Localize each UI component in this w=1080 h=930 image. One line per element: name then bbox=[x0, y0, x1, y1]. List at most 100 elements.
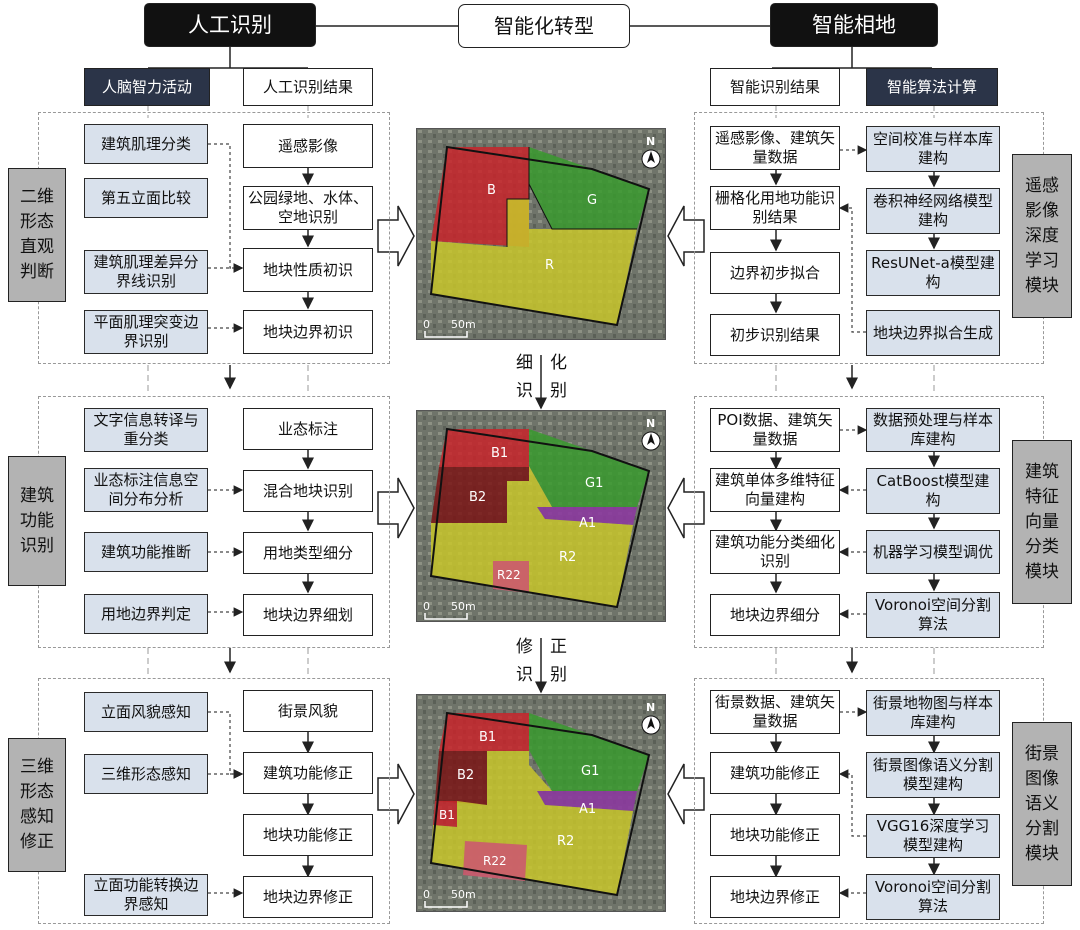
s1-result-item: 遥感影像 bbox=[243, 124, 373, 168]
s3-result-item: 街景风貌 bbox=[243, 690, 373, 732]
s3-result-item: 地块边界修正 bbox=[243, 876, 373, 918]
refine-label-3: 识 bbox=[516, 381, 533, 401]
svg-text:B2: B2 bbox=[469, 490, 486, 505]
scale-bar bbox=[424, 331, 468, 338]
s3-smart-result: 建筑功能修正 bbox=[710, 752, 840, 794]
parcel-a1 bbox=[537, 507, 637, 525]
parcel-g bbox=[529, 147, 649, 199]
correct-label-3: 识 bbox=[516, 665, 533, 685]
s2-smart-result: 地块边界细分 bbox=[710, 594, 840, 636]
s3-algo: Voronoi空间分割算法 bbox=[866, 874, 1000, 920]
s1-algo: ResUNet-a模型建构 bbox=[866, 250, 1000, 296]
correct-label-2: 正 bbox=[550, 637, 567, 657]
label-3d-correction: 三维形态感知修正 bbox=[8, 738, 66, 872]
s2-result-item: 混合地块识别 bbox=[243, 470, 373, 512]
header-algorithm: 智能算法计算 bbox=[866, 68, 998, 106]
svg-text:G1: G1 bbox=[585, 476, 603, 491]
map1-label-r: R bbox=[545, 258, 554, 273]
scale-bar bbox=[424, 613, 468, 620]
svg-text:N: N bbox=[646, 701, 655, 714]
map-corrected: B1 B2 B1 G1 A1 R2 R22 N 0 50m bbox=[416, 694, 666, 912]
parcel-a1 bbox=[537, 791, 637, 811]
header-brain-activity: 人脑智力活动 bbox=[84, 68, 210, 106]
s3-result-item: 地块功能修正 bbox=[243, 814, 373, 856]
s1-brain-item: 建筑肌理差异分界线识别 bbox=[84, 250, 208, 294]
refine-label-2: 化 bbox=[550, 353, 567, 373]
map-refined: B1 B2 G1 A1 R2 R22 N 0 50m bbox=[416, 410, 666, 622]
s2-algo: 机器学习模型调优 bbox=[866, 530, 1000, 574]
s2-brain-item: 业态标注信息空间分布分析 bbox=[84, 468, 208, 512]
smart-site-title: 智能相地 bbox=[770, 3, 938, 47]
map1-label-b: B bbox=[487, 183, 496, 198]
svg-text:50m: 50m bbox=[451, 600, 476, 613]
svg-text:R2: R2 bbox=[557, 834, 574, 849]
s3-smart-result: 街景数据、建筑矢量数据 bbox=[710, 690, 840, 734]
parcel-b bbox=[431, 147, 529, 247]
correct-label-1: 修 bbox=[516, 637, 533, 657]
svg-text:N: N bbox=[646, 135, 655, 148]
s2-result-item: 地块边界细划 bbox=[243, 594, 373, 636]
svg-text:R2: R2 bbox=[559, 550, 576, 565]
s2-brain-item: 文字信息转译与重分类 bbox=[84, 408, 208, 452]
label-feature-vector: 建筑特征向量分类模块 bbox=[1012, 440, 1072, 604]
correct-label-4: 别 bbox=[550, 665, 567, 685]
svg-text:R22: R22 bbox=[497, 568, 521, 582]
s3-brain-item: 立面风貌感知 bbox=[84, 692, 208, 732]
svg-text:A1: A1 bbox=[579, 802, 596, 817]
s1-result-item: 地块性质初识 bbox=[243, 248, 373, 292]
s3-brain-item: 三维形态感知 bbox=[84, 754, 208, 794]
svg-text:A1: A1 bbox=[579, 516, 596, 531]
s2-algo: Voronoi空间分割算法 bbox=[866, 592, 1000, 638]
svg-text:B1: B1 bbox=[479, 730, 496, 745]
parcel-b2 bbox=[431, 467, 529, 523]
s2-brain-item: 用地边界判定 bbox=[84, 594, 208, 634]
parcel-g1 bbox=[529, 713, 649, 791]
refine-label-1: 细 bbox=[516, 353, 533, 373]
label-building-function: 建筑功能识别 bbox=[8, 456, 66, 586]
s1-brain-item: 第五立面比较 bbox=[84, 178, 208, 218]
s2-smart-result: 建筑单体多维特征向量建构 bbox=[710, 468, 840, 512]
svg-text:B2: B2 bbox=[457, 768, 474, 783]
svg-text:0: 0 bbox=[423, 888, 430, 901]
svg-text:R22: R22 bbox=[483, 854, 507, 868]
svg-text:0: 0 bbox=[423, 318, 430, 331]
s3-brain-item: 立面功能转换边界感知 bbox=[84, 874, 208, 916]
manual-recognition-title: 人工识别 bbox=[144, 3, 316, 47]
header-manual-result: 人工识别结果 bbox=[243, 68, 373, 106]
s1-algo: 卷积神经网络模型建构 bbox=[866, 188, 1000, 234]
s1-smart-result: 初步识别结果 bbox=[710, 314, 840, 356]
svg-text:50m: 50m bbox=[451, 318, 476, 331]
s1-brain-item: 平面肌理突变边界识别 bbox=[84, 310, 208, 354]
s1-smart-result: 边界初步拟合 bbox=[710, 252, 840, 294]
parcel-r2 bbox=[431, 466, 633, 607]
s3-result-item: 建筑功能修正 bbox=[243, 752, 373, 794]
svg-text:50m: 50m bbox=[451, 888, 476, 901]
s1-result-item: 地块边界初识 bbox=[243, 310, 373, 354]
parcel-r bbox=[431, 199, 637, 325]
s3-algo: 街景地物图与样本库建构 bbox=[866, 690, 1000, 736]
s3-smart-result: 地块边界修正 bbox=[710, 876, 840, 918]
s1-smart-result: 遥感影像、建筑矢量数据 bbox=[710, 126, 840, 170]
s3-algo: VGG16深度学习模型建构 bbox=[866, 814, 1000, 858]
parcel-g1 bbox=[529, 429, 649, 507]
svg-text:0: 0 bbox=[423, 600, 430, 613]
s2-smart-result: 建筑功能分类细化识别 bbox=[710, 530, 840, 574]
svg-text:G1: G1 bbox=[581, 764, 599, 779]
refine-label-4: 别 bbox=[550, 381, 567, 401]
s1-result-item: 公园绿地、水体、空地识别 bbox=[243, 186, 373, 230]
svg-text:B1: B1 bbox=[439, 808, 455, 822]
label-rs-deep-learning: 遥感影像深度学习模块 bbox=[1012, 154, 1072, 318]
s1-brain-item: 建筑肌理分类 bbox=[84, 124, 208, 164]
s2-smart-result: POI数据、建筑矢量数据 bbox=[710, 408, 840, 452]
s3-algo: 街景图像语义分割模型建构 bbox=[866, 752, 1000, 798]
svg-text:N: N bbox=[646, 417, 655, 430]
s2-algo: CatBoost模型建构 bbox=[866, 468, 1000, 514]
label-streetview-seg: 街景图像语义分割模块 bbox=[1012, 722, 1072, 886]
map1-label-g: G bbox=[587, 193, 597, 208]
parcel-r22 bbox=[493, 561, 529, 593]
header-smart-result: 智能识别结果 bbox=[710, 68, 840, 106]
s2-brain-item: 建筑功能推断 bbox=[84, 532, 208, 572]
parcel-b1-south bbox=[433, 801, 457, 827]
s1-algo: 地块边界拟合生成 bbox=[866, 310, 1000, 356]
scale-bar bbox=[424, 901, 468, 908]
